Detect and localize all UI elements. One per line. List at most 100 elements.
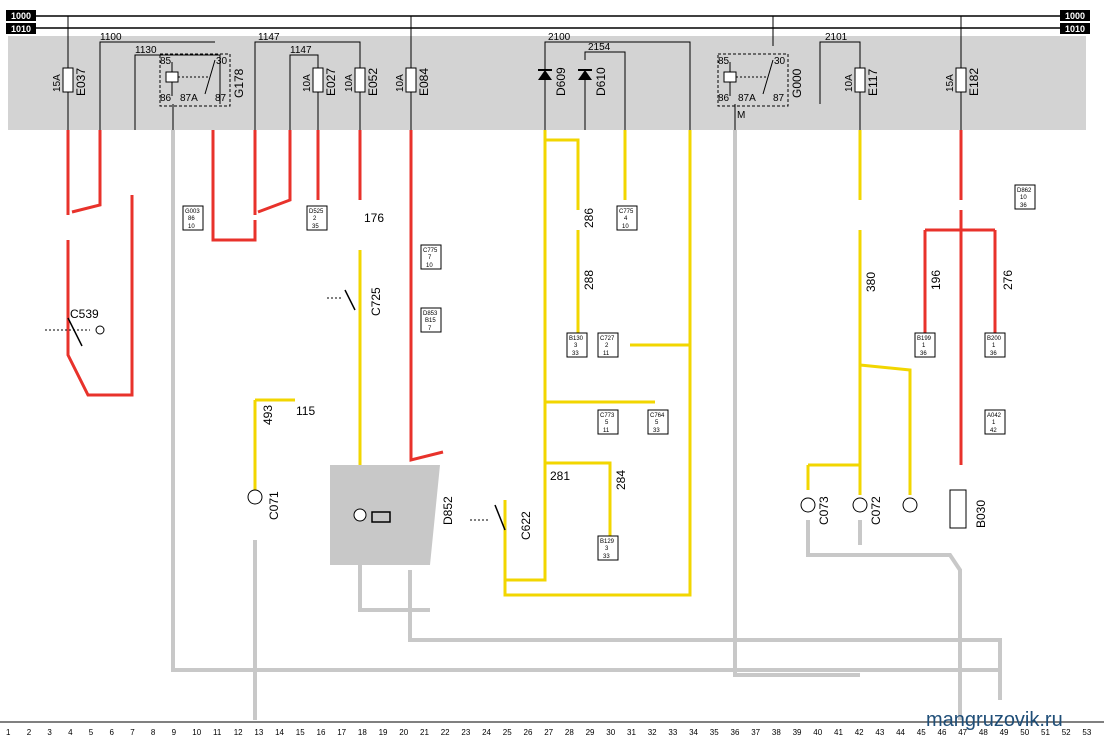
svg-text:1: 1	[992, 420, 996, 426]
svg-text:B200: B200	[987, 336, 1002, 342]
connector-281: 281	[550, 469, 570, 483]
connector-286: 286	[582, 208, 596, 228]
fuse-id-e027: E027	[324, 68, 338, 96]
ruler-number: 39	[793, 728, 802, 737]
ruler-number: 10	[192, 728, 201, 737]
unit-d852: D852	[330, 465, 455, 565]
ruler-number: 26	[524, 728, 533, 737]
svg-text:7: 7	[428, 326, 432, 332]
svg-text:36: 36	[1020, 203, 1027, 209]
g178-pin-30: 30	[216, 56, 228, 67]
wire-top-1100: 1100	[100, 32, 122, 43]
ruler-number: 42	[855, 728, 864, 737]
svg-text:10: 10	[426, 263, 433, 269]
connector-493: 493	[261, 405, 275, 425]
svg-text:5: 5	[605, 420, 609, 426]
svg-text:33: 33	[653, 428, 660, 434]
svg-text:33: 33	[603, 554, 610, 560]
connector-284: 284	[614, 470, 628, 490]
svg-text:B129: B129	[600, 539, 615, 545]
svg-text:1: 1	[992, 343, 996, 349]
svg-text:3: 3	[574, 343, 578, 349]
ref-c775-b: C775 4 10	[616, 205, 638, 231]
svg-text:11: 11	[603, 351, 610, 357]
ruler-number: 13	[254, 728, 263, 737]
g178-pin-87: 87	[215, 93, 227, 104]
switch-id-c539: C539	[70, 307, 99, 321]
connectors: 176 286 288 493 115 281 284 380 196 276	[261, 208, 1015, 490]
ref-b199: B199 1 36	[914, 332, 936, 358]
svg-text:D862: D862	[1017, 188, 1032, 194]
ruler-number: 5	[89, 728, 94, 737]
ruler-number: 33	[668, 728, 677, 737]
svg-text:C775: C775	[619, 209, 634, 215]
svg-text:10: 10	[1020, 195, 1027, 201]
ruler-number: 43	[875, 728, 884, 737]
switch-id-c622: C622	[519, 511, 533, 540]
ref-d862: D862 10 36	[1014, 184, 1036, 210]
svg-text:C727: C727	[600, 336, 615, 342]
ruler-number: 24	[482, 728, 491, 737]
diode-d610: D610	[594, 67, 608, 96]
ref-b200: B200 1 36	[984, 332, 1006, 358]
watermark: mangruzovik.ru	[926, 709, 1063, 731]
fuse-rating-e037: 15A	[52, 74, 63, 92]
ruler-number: 22	[441, 728, 450, 737]
connector-288: 288	[582, 270, 596, 290]
relay-g178: 85 30 86 87A 87 G178	[159, 53, 246, 107]
fuse-rating-e084: 10A	[395, 74, 406, 92]
fuse-id-e117: E117	[866, 69, 880, 96]
svg-text:D525: D525	[309, 209, 324, 215]
ref-c775-a: C775 7 10	[420, 244, 442, 270]
ruler-number: 35	[710, 728, 719, 737]
fuse-id-e182: E182	[967, 68, 981, 96]
wire-top-2154: 2154	[588, 42, 611, 53]
ruler-number: 48	[979, 728, 988, 737]
ref-d853: D853 B15 7	[420, 307, 442, 333]
supply-rails: 1000 1010 1000 1010	[6, 10, 1090, 34]
ruler-number: 9	[172, 728, 177, 737]
ruler-number: 31	[627, 728, 636, 737]
ruler-number: 1	[6, 728, 11, 737]
ref-c764: C764 5 33	[647, 409, 669, 435]
connector-380: 380	[864, 272, 878, 292]
ruler-number: 44	[896, 728, 905, 737]
connector-176a: 176	[364, 211, 384, 225]
ruler-number: 45	[917, 728, 926, 737]
wire-top-1147a: 1147	[258, 32, 280, 43]
g000-pin-86: 86	[718, 93, 730, 104]
rail-label-top-right: 1000	[1065, 11, 1085, 21]
wire-top-1130: 1130	[135, 45, 157, 56]
svg-text:G003: G003	[185, 209, 200, 215]
ruler-number: 49	[1000, 728, 1009, 737]
diodes: D609 D610	[538, 67, 608, 130]
ref-b129: B129 3 33	[597, 535, 619, 561]
ground-id: B030	[974, 500, 988, 528]
lamp-c071: C071	[267, 491, 281, 520]
rail-label-top: 1000	[11, 11, 31, 21]
fuse-rating-e052: 10A	[344, 74, 355, 92]
wire-labels: 1100 1130 1147 1147 2100 2154 2101 M	[100, 32, 848, 121]
connector-276: 276	[1001, 270, 1015, 290]
wire-top-2101: 2101	[825, 32, 848, 43]
svg-text:D853: D853	[423, 311, 438, 317]
diode-d609: D609	[554, 67, 568, 96]
ruler-number: 4	[68, 728, 73, 737]
ruler-number: 47	[958, 728, 967, 737]
ruler-number: 11	[213, 728, 222, 737]
ruler-number: 12	[234, 728, 243, 737]
ruler-number: 17	[337, 728, 346, 737]
svg-text:C764: C764	[650, 413, 665, 419]
svg-text:36: 36	[990, 351, 997, 357]
ruler-number: 27	[544, 728, 553, 737]
ruler-number: 20	[399, 728, 408, 737]
svg-text:10: 10	[622, 224, 629, 230]
connector-115: 115	[296, 404, 315, 418]
relay-g000: 85 30 86 87A 87 G000	[717, 53, 804, 107]
ref-c773: C773 5 11	[597, 409, 619, 435]
rail-label-bottom: 1010	[11, 24, 31, 34]
ruler-number: 34	[689, 728, 698, 737]
ruler-number: 46	[938, 728, 947, 737]
rail-label-bottom-right: 1010	[1065, 24, 1085, 34]
